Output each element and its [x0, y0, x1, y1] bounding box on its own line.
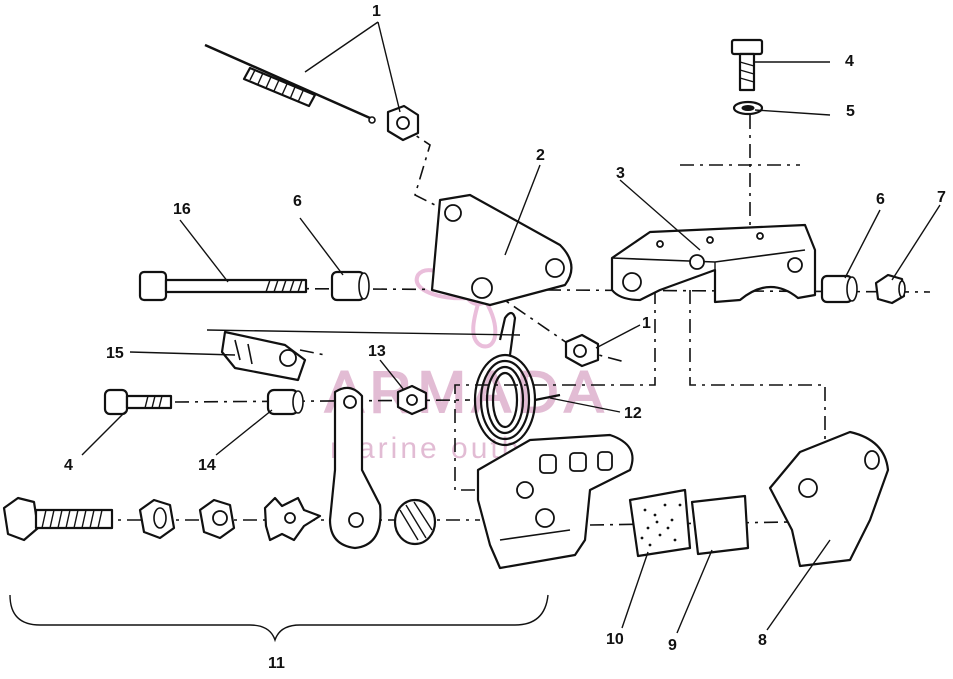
- callout-15: 15: [106, 345, 124, 362]
- mounting-bracket: [610, 223, 817, 304]
- worm-gear: [393, 498, 437, 546]
- callout-4-top: 4: [845, 53, 854, 70]
- callout-16: 16: [173, 201, 191, 218]
- callout-leaders: [81, 21, 941, 634]
- throttle-lever: [328, 386, 382, 550]
- flange-nut: [138, 498, 176, 540]
- callout-10: 10: [606, 631, 624, 648]
- bolt-vertical: [730, 38, 764, 92]
- tab-washer: [263, 496, 322, 542]
- callout-1-mid: 1: [642, 315, 651, 332]
- link-block: [220, 330, 307, 382]
- friction-pad: [628, 488, 692, 558]
- callout-2: 2: [536, 147, 545, 164]
- spacer-small: [266, 388, 304, 416]
- side-plate: [768, 430, 890, 568]
- callout-8: 8: [758, 632, 767, 649]
- callout-3: 3: [616, 165, 625, 182]
- spacer-left: [330, 270, 370, 302]
- pivot-bolt: [2, 496, 114, 542]
- callout-9: 9: [668, 637, 677, 654]
- throttle-bracket: [430, 193, 573, 307]
- callout-12: 12: [624, 405, 642, 422]
- lock-washer: [732, 100, 764, 116]
- nut-right: [874, 273, 906, 305]
- callout-1-top: 1: [372, 3, 381, 20]
- throttle-cable: [204, 43, 376, 124]
- torsion-spring: [473, 311, 561, 447]
- callout-7: 7: [937, 189, 946, 206]
- callout-6-left: 6: [293, 193, 302, 210]
- callout-6-right: 6: [876, 191, 885, 208]
- hex-nut-lower: [198, 498, 236, 540]
- bolt-short: [103, 388, 173, 416]
- callout-14: 14: [198, 457, 216, 474]
- long-bolt: [138, 270, 308, 302]
- cam-block: [476, 433, 634, 570]
- callout-13: 13: [368, 343, 386, 360]
- nut-hex: [386, 104, 420, 142]
- backing-pad: [690, 494, 750, 556]
- callout-11: 11: [268, 655, 285, 672]
- nut-middle: [564, 333, 600, 368]
- callout-4-left: 4: [64, 457, 73, 474]
- spacer-right: [820, 274, 858, 304]
- watermark-brand: ARMADA: [325, 360, 609, 425]
- callout-numbers: 1 2 3 4 5 6 6 7 16 1 15 13 12 4 14 10 9 …: [64, 3, 946, 672]
- callout-5: 5: [846, 103, 855, 120]
- nut-small: [396, 384, 428, 416]
